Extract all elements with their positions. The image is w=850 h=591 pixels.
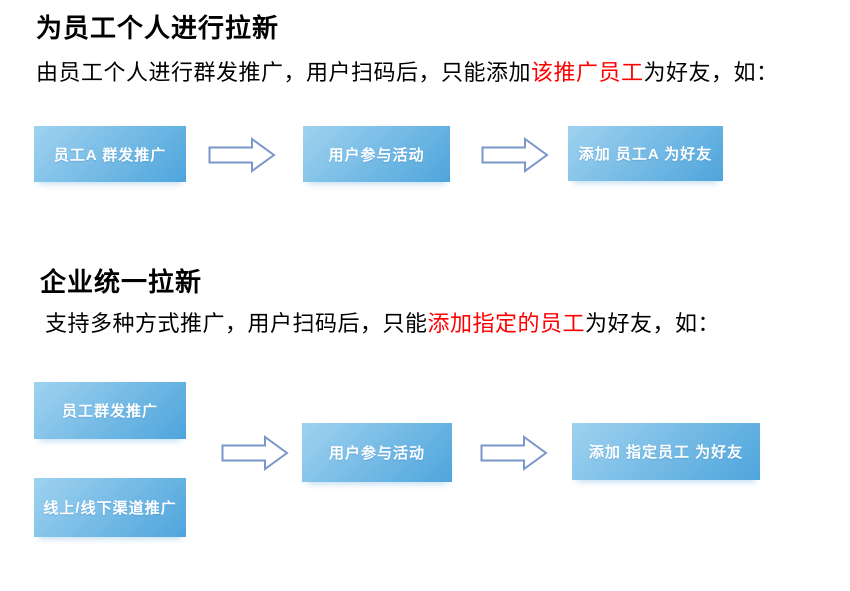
flow1-step1-box: 员工A 群发推广 [34,126,186,182]
section1-paragraph: 由员工个人进行群发推广，用户扫码后，只能添加该推广员工为好友，如： [36,55,779,87]
section1-heading: 为员工个人进行拉新 [36,13,280,43]
flow1-step1-label: 员工A 群发推广 [53,146,167,164]
right-block-arrow-icon [208,137,276,173]
flow1-step3-label: 添加 员工A 为好友 [578,146,713,163]
section2-paragraph-after: 为好友，如： [585,311,721,336]
flow2-source1-box: 员工群发推广 [34,382,186,439]
arrow-shape [208,137,276,173]
flow2-source1-label: 员工群发推广 [61,403,158,420]
arrow-shape [221,435,289,471]
arrow-shape [480,435,548,471]
section2-paragraph-highlight: 添加指定的员工 [427,311,586,336]
section1-paragraph-after: 为好友，如： [643,60,779,85]
section2-paragraph-before: 支持多种方式推广，用户扫码后，只能 [45,311,428,336]
flow1-step3-box: 添加 员工A 为好友 [568,126,723,181]
flow2-source2-box: 线上/线下渠道推广 [34,478,186,537]
section1-paragraph-before: 由员工个人进行群发推广，用户扫码后，只能添加 [36,60,532,85]
right-block-arrow-icon [481,137,549,173]
flow2-step2-box: 用户参与活动 [302,423,452,482]
right-block-arrow-icon [221,435,289,471]
flow2-arrow-1 [221,435,289,471]
flow1-arrow-1 [208,137,276,173]
flow2-source2-label: 线上/线下渠道推广 [43,500,177,517]
section2-paragraph: 支持多种方式推广，用户扫码后，只能添加指定的员工为好友，如： [45,306,720,338]
flow1-step2-label: 用户参与活动 [328,146,425,164]
arrow-shape [481,137,549,173]
flow2-step3-box: 添加 指定员工 为好友 [572,423,760,480]
flow2-step2-label: 用户参与活动 [328,445,425,462]
flow2-step3-label: 添加 指定员工 为好友 [588,444,744,461]
section2-heading: 企业统一拉新 [40,267,203,297]
flow1-arrow-2 [481,137,549,173]
flow2-arrow-2 [480,435,548,471]
flow1-step2-box: 用户参与活动 [303,126,450,182]
section1-paragraph-highlight: 该推广员工 [531,60,644,85]
right-block-arrow-icon [480,435,548,471]
